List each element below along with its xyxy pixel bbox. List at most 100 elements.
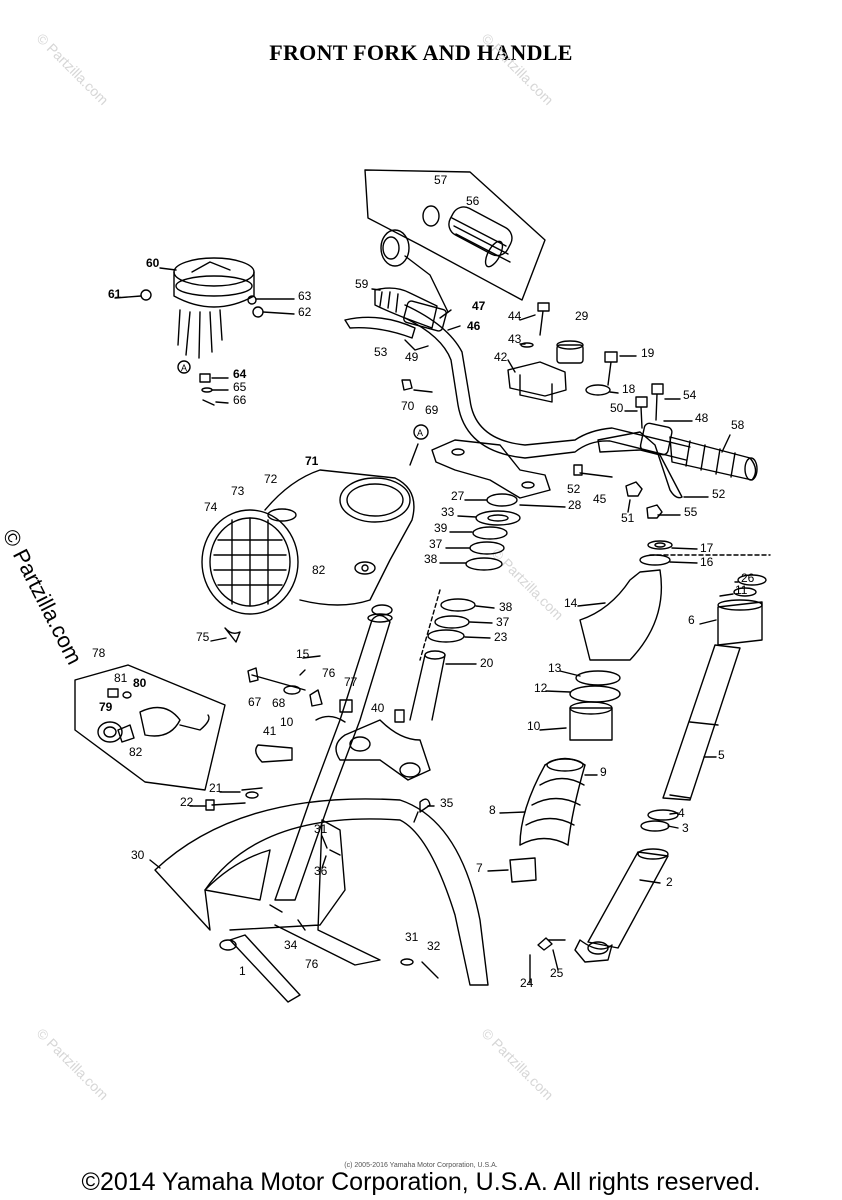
mirror <box>380 229 449 313</box>
part-callout-52: 52 <box>712 487 726 501</box>
part-callout-44: 44 <box>508 309 522 323</box>
part-callout-76: 76 <box>305 957 319 971</box>
part-callout-77: 77 <box>344 675 358 689</box>
part-callout-9: 9 <box>600 765 607 779</box>
front-fender <box>149 798 489 1003</box>
part-callout-13: 13 <box>548 661 562 675</box>
handlebar: A <box>344 287 758 519</box>
part-callout-36: 36 <box>314 864 328 878</box>
part-callout-26: 26 <box>741 571 755 585</box>
part-callout-42: 42 <box>494 350 508 364</box>
part-callout-52: 52 <box>567 482 581 496</box>
part-callout-78: 78 <box>92 646 106 660</box>
part-callout-57: 57 <box>434 173 448 187</box>
copyright-footer: ©2014 Yamaha Motor Corporation, U.S.A. A… <box>81 1168 761 1196</box>
part-callout-63: 63 <box>298 289 312 303</box>
fork-right <box>419 540 771 984</box>
part-callout-82: 82 <box>129 745 143 759</box>
part-callout-2: 2 <box>666 875 673 889</box>
svg-text:A: A <box>417 428 423 438</box>
part-callout-62: 62 <box>298 305 312 319</box>
headlight <box>201 469 415 643</box>
part-callout-48: 48 <box>695 411 709 425</box>
fork-cover-left <box>189 613 435 901</box>
part-callout-19: 19 <box>641 346 655 360</box>
part-callout-54: 54 <box>683 388 697 402</box>
part-callout-82: 82 <box>312 563 326 577</box>
part-callout-22: 22 <box>180 795 194 809</box>
part-callout-37: 37 <box>429 537 443 551</box>
part-callout-70: 70 <box>401 399 415 413</box>
svg-text:A: A <box>181 363 187 373</box>
part-callout-58: 58 <box>731 418 745 432</box>
part-callout-30: 30 <box>131 848 145 862</box>
part-callout-41: 41 <box>263 724 277 738</box>
part-callout-72: 72 <box>264 472 278 486</box>
part-callout-59: 59 <box>355 277 369 291</box>
part-callout-23: 23 <box>494 630 508 644</box>
part-callout-49: 49 <box>405 350 419 364</box>
turn-signal-inset <box>74 664 226 791</box>
part-callout-47: 47 <box>472 299 486 313</box>
part-callout-38: 38 <box>499 600 513 614</box>
part-callout-24: 24 <box>520 976 534 990</box>
grip-inset-box <box>364 169 546 301</box>
part-callout-75: 75 <box>196 630 210 644</box>
part-callout-17: 17 <box>700 541 714 555</box>
steering-stem <box>335 493 566 781</box>
part-callout-64: 64 <box>233 367 247 381</box>
part-callout-1: 1 <box>239 964 246 978</box>
part-callout-7: 7 <box>476 861 483 875</box>
part-callout-29: 29 <box>575 309 589 323</box>
part-callout-69: 69 <box>425 403 439 417</box>
part-callout-16: 16 <box>700 555 714 569</box>
part-callout-80: 80 <box>133 676 147 690</box>
part-callout-27: 27 <box>451 489 465 503</box>
part-callout-79: 79 <box>99 700 113 714</box>
small-copyright: (c) 2005-2016 Yamaha Motor Corporation, … <box>344 1162 498 1169</box>
speedometer: A <box>114 257 295 406</box>
part-callout-11: 11 <box>735 583 748 597</box>
part-callout-40: 40 <box>371 701 385 715</box>
part-callout-81: 81 <box>114 671 128 685</box>
part-callout-51: 51 <box>621 511 635 525</box>
part-callout-20: 20 <box>480 656 494 670</box>
part-callout-39: 39 <box>434 521 448 535</box>
part-callout-65: 65 <box>233 380 247 394</box>
part-callout-38: 38 <box>424 552 438 566</box>
part-callout-60: 60 <box>146 256 160 270</box>
part-callout-4: 4 <box>678 806 685 820</box>
part-callout-45: 45 <box>593 492 607 506</box>
part-callout-67: 67 <box>248 695 262 709</box>
part-callout-5: 5 <box>718 748 725 762</box>
part-callout-25: 25 <box>550 966 564 980</box>
part-callout-46: 46 <box>467 319 481 333</box>
part-callout-43: 43 <box>508 332 522 346</box>
part-callout-18: 18 <box>622 382 636 396</box>
part-callout-21: 21 <box>209 781 223 795</box>
part-callout-32: 32 <box>427 939 441 953</box>
part-callout-61: 61 <box>108 287 122 301</box>
part-callout-8: 8 <box>489 803 496 817</box>
part-callout-71: 71 <box>305 454 319 468</box>
part-callout-6: 6 <box>688 613 695 627</box>
part-callout-15: 15 <box>296 647 310 661</box>
part-callout-31: 31 <box>405 930 419 944</box>
part-callout-33: 33 <box>441 505 455 519</box>
part-callout-35: 35 <box>440 796 454 810</box>
part-callout-31: 31 <box>314 822 328 836</box>
part-callout-10: 10 <box>527 719 541 733</box>
part-callout-55: 55 <box>684 505 698 519</box>
part-callout-50: 50 <box>610 401 624 415</box>
part-callout-37: 37 <box>496 615 510 629</box>
part-callout-53: 53 <box>374 345 388 359</box>
part-callout-3: 3 <box>682 821 689 835</box>
part-callout-68: 68 <box>272 696 286 710</box>
part-callout-14: 14 <box>564 596 578 610</box>
part-callout-66: 66 <box>233 393 247 407</box>
part-callout-28: 28 <box>568 498 582 512</box>
part-callout-34: 34 <box>284 938 298 952</box>
part-callout-56: 56 <box>466 194 480 208</box>
